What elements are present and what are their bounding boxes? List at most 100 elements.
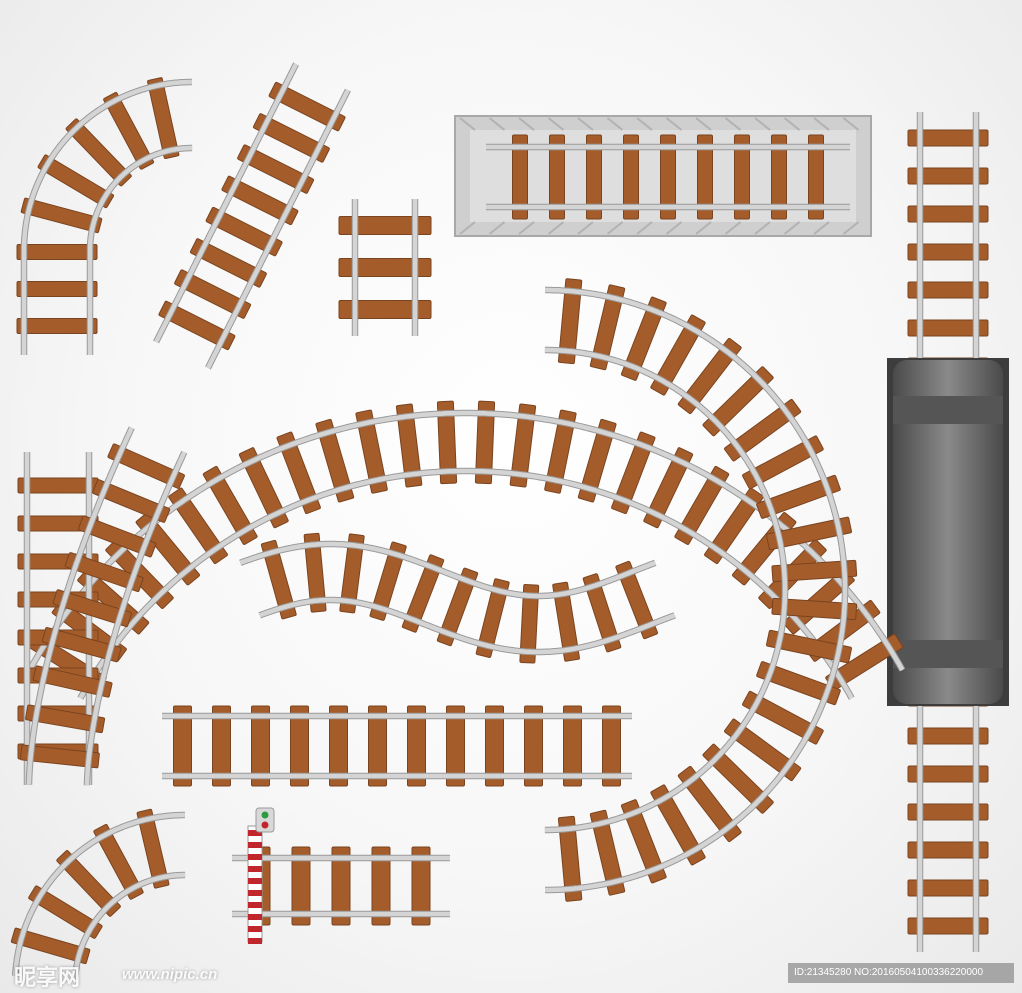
bridge-truss	[547, 117, 565, 131]
sleeper	[338, 258, 432, 277]
sleeper	[766, 629, 852, 664]
sleeper	[65, 118, 132, 187]
sleeper	[56, 850, 121, 917]
sleeper	[512, 134, 528, 220]
sleeper	[677, 765, 742, 843]
bridge-truss	[813, 117, 830, 131]
sleeper	[371, 846, 391, 926]
sleeper	[212, 705, 231, 787]
sleeper	[907, 167, 989, 185]
bridge-truss	[518, 117, 535, 131]
bridge-truss	[488, 117, 506, 131]
sleeper	[221, 175, 299, 226]
bridge-truss	[783, 221, 801, 235]
bridge-truss	[842, 117, 860, 131]
sleeper	[808, 134, 824, 220]
sleeper	[586, 134, 602, 220]
sleeper	[697, 134, 713, 220]
sleeper	[907, 917, 989, 935]
signal-stripe	[248, 830, 262, 836]
sleeper	[37, 154, 114, 209]
sleeper	[168, 487, 228, 565]
sleeper	[660, 134, 676, 220]
sleeper	[78, 515, 157, 558]
sleeper	[771, 134, 787, 220]
bridge-truss	[813, 221, 830, 235]
signal-green-light	[261, 811, 269, 819]
bridge-truss	[724, 221, 742, 235]
sleeper	[907, 803, 989, 821]
sleeper	[64, 552, 144, 593]
sleeper	[577, 418, 617, 503]
sleeper	[907, 841, 989, 859]
sleeper	[734, 134, 750, 220]
large-curve-track	[544, 278, 858, 902]
bridge-truss	[665, 221, 683, 235]
sleeper	[589, 284, 626, 371]
sleeper	[524, 705, 543, 787]
sleeper	[252, 113, 330, 163]
sleeper	[147, 77, 180, 159]
sleeper	[290, 705, 309, 787]
sleeper	[907, 765, 989, 783]
sleeper	[557, 278, 583, 365]
sleeper	[907, 319, 989, 337]
sleeper	[907, 205, 989, 223]
sleeper	[702, 743, 774, 814]
sleeper	[436, 567, 479, 647]
sleeper	[677, 337, 742, 415]
sleeper	[742, 690, 824, 745]
sleeper	[485, 705, 504, 787]
s-curve-track	[239, 532, 676, 664]
sleeper	[907, 281, 989, 299]
sleeper	[32, 665, 113, 698]
rail	[26, 426, 134, 785]
sleeper	[724, 718, 802, 781]
sleeper	[742, 435, 824, 490]
sleeper	[557, 815, 583, 902]
sleeper	[907, 129, 989, 147]
rail	[72, 872, 186, 980]
sleeper	[291, 846, 311, 926]
short-straight-track	[338, 199, 432, 336]
sleeper	[724, 399, 802, 462]
sleeper	[552, 581, 580, 662]
sleeper	[20, 197, 103, 234]
bridge-truss	[665, 117, 683, 131]
curve-track-top-left	[16, 77, 193, 355]
sleeper	[92, 479, 171, 523]
sleeper	[623, 134, 639, 220]
bridge-truss	[606, 221, 624, 235]
sleeper	[474, 400, 496, 485]
sleeper	[268, 81, 346, 132]
signal-stripe	[248, 926, 262, 932]
sleeper	[158, 300, 236, 351]
sleeper	[28, 885, 103, 939]
bridge-truss	[724, 117, 742, 131]
sleeper	[519, 584, 540, 664]
sleeper	[756, 474, 841, 519]
sleeper	[315, 418, 355, 503]
diagonal-track-top	[153, 62, 351, 370]
bridge-truss	[695, 221, 712, 235]
bridge-truss	[518, 221, 535, 235]
sleeper	[611, 431, 656, 515]
sleeper	[368, 705, 387, 787]
sleeper	[411, 846, 431, 926]
sleeper	[907, 879, 989, 897]
rail	[239, 541, 657, 599]
rail	[154, 62, 299, 343]
sleeper	[276, 431, 321, 515]
sleeper	[93, 823, 144, 900]
sleeper	[136, 808, 170, 889]
sleeper	[602, 705, 621, 787]
sleeper	[52, 589, 132, 628]
sleeper	[16, 244, 98, 260]
sleeper	[329, 705, 348, 787]
vertical-track-right-bottom	[907, 672, 989, 952]
sleeper	[563, 705, 582, 787]
tunnel	[887, 358, 1009, 706]
sleeper	[771, 559, 858, 583]
watermark-id: ID:21345280 NO:20160504100336220000	[788, 963, 1014, 983]
bridge-truss	[842, 221, 860, 235]
